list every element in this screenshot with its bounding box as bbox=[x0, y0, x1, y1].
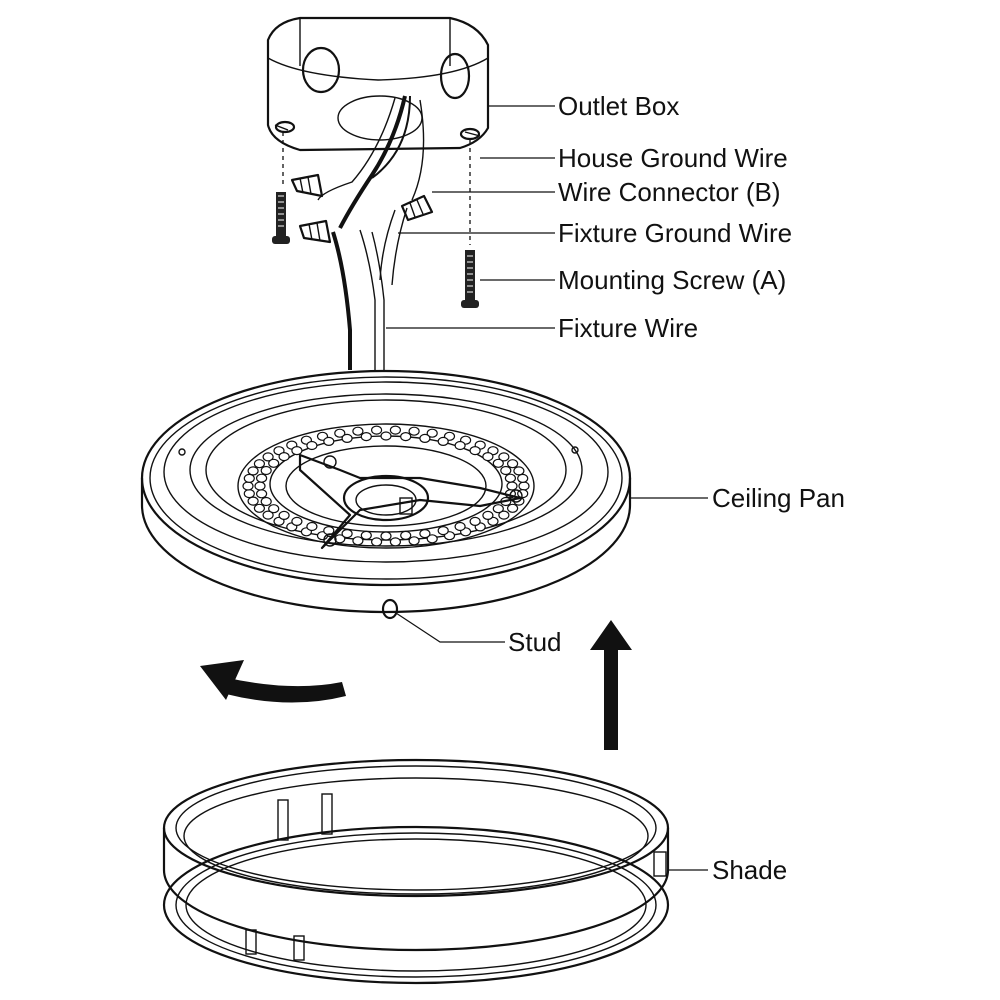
led-dot bbox=[518, 481, 530, 491]
led-dot bbox=[352, 426, 364, 436]
led-dot bbox=[506, 503, 519, 513]
led-dot bbox=[352, 536, 364, 546]
rotation-arrow-icon bbox=[200, 660, 346, 703]
led-dot bbox=[437, 436, 449, 446]
stud bbox=[381, 598, 399, 620]
label-mounting-screw: Mounting Screw (A) bbox=[558, 265, 786, 295]
led-dot bbox=[243, 473, 255, 483]
led-dot bbox=[389, 537, 401, 547]
led-dot bbox=[262, 510, 274, 520]
led-dot bbox=[454, 440, 466, 451]
led-dot bbox=[419, 528, 431, 539]
label-ceiling-pan: Ceiling Pan bbox=[712, 483, 845, 513]
led-dot bbox=[482, 510, 494, 521]
led-dot bbox=[323, 436, 335, 446]
label-outlet-box: Outlet Box bbox=[558, 91, 679, 121]
led-dot bbox=[426, 534, 438, 544]
led-dot bbox=[408, 426, 420, 436]
led-dot bbox=[504, 473, 516, 483]
fixture-wire bbox=[331, 207, 408, 372]
led-dot bbox=[360, 432, 372, 442]
led-dot bbox=[513, 466, 525, 476]
led-dot bbox=[506, 481, 518, 491]
led-dot bbox=[256, 489, 268, 499]
led-dot bbox=[278, 452, 290, 462]
outlet-box bbox=[266, 16, 490, 152]
wire-connector-right bbox=[400, 194, 434, 222]
wire-connector-middle bbox=[298, 219, 332, 244]
label-fixture-ground-wire: Fixture Ground Wire bbox=[558, 218, 792, 248]
led-dot bbox=[262, 452, 274, 462]
led-dot bbox=[360, 530, 372, 541]
led-dot bbox=[341, 528, 353, 539]
mounting-screw-right bbox=[461, 250, 479, 308]
led-dot bbox=[437, 525, 449, 536]
led-dot bbox=[291, 446, 303, 456]
ceiling-pan bbox=[140, 369, 632, 620]
label-house-ground-wire: House Ground Wire bbox=[558, 143, 788, 173]
led-dot bbox=[306, 521, 318, 532]
led-dot bbox=[268, 458, 280, 468]
led-dot bbox=[323, 525, 335, 536]
led-dot bbox=[498, 510, 510, 520]
led-dot bbox=[253, 503, 265, 513]
up-arrow-icon bbox=[590, 620, 632, 750]
led-dot bbox=[334, 428, 346, 438]
label-fixture-wire: Fixture Wire bbox=[558, 313, 698, 343]
led-dot bbox=[389, 425, 401, 435]
led-dot bbox=[256, 473, 268, 483]
label-shade: Shade bbox=[712, 855, 787, 885]
led-dot bbox=[517, 473, 529, 483]
led-dot bbox=[247, 496, 259, 506]
led-dot bbox=[400, 530, 412, 541]
screw-alignment-lines bbox=[282, 132, 471, 245]
led-dot bbox=[454, 521, 466, 532]
led-dot bbox=[260, 465, 272, 476]
led-dot bbox=[492, 504, 504, 514]
led-dot bbox=[341, 433, 353, 443]
led-dot bbox=[268, 504, 280, 514]
shade bbox=[162, 758, 670, 985]
led-dot bbox=[242, 481, 254, 491]
led-dot bbox=[278, 510, 290, 521]
house-wires bbox=[317, 95, 425, 229]
led-dot bbox=[469, 516, 481, 527]
led-dot bbox=[380, 531, 392, 541]
led-dot bbox=[334, 534, 346, 544]
led-dot bbox=[247, 466, 259, 476]
led-dot bbox=[371, 537, 383, 547]
led-dot bbox=[408, 536, 420, 546]
led-dot bbox=[492, 458, 504, 468]
led-dot bbox=[253, 459, 265, 469]
led-dot bbox=[482, 452, 494, 462]
label-stud: Stud bbox=[508, 627, 562, 657]
led-dot bbox=[243, 489, 255, 499]
led-dot bbox=[291, 516, 303, 527]
led-dot bbox=[506, 459, 519, 469]
led-dot bbox=[419, 433, 431, 443]
led-dot bbox=[380, 431, 392, 441]
led-dot bbox=[371, 425, 383, 435]
wire-connector-left bbox=[290, 173, 324, 198]
led-dot bbox=[254, 481, 266, 491]
led-dot bbox=[400, 432, 412, 442]
led-dot bbox=[306, 440, 318, 451]
mounting-screw-left bbox=[272, 192, 290, 244]
led-dot bbox=[500, 465, 512, 476]
led-dot bbox=[469, 446, 481, 456]
led-dot-ring bbox=[242, 425, 530, 547]
leader-lines bbox=[386, 105, 708, 871]
label-wire-connector: Wire Connector (B) bbox=[558, 177, 781, 207]
led-dot bbox=[260, 496, 272, 507]
led-dot bbox=[498, 452, 510, 462]
led-dot bbox=[426, 428, 438, 438]
